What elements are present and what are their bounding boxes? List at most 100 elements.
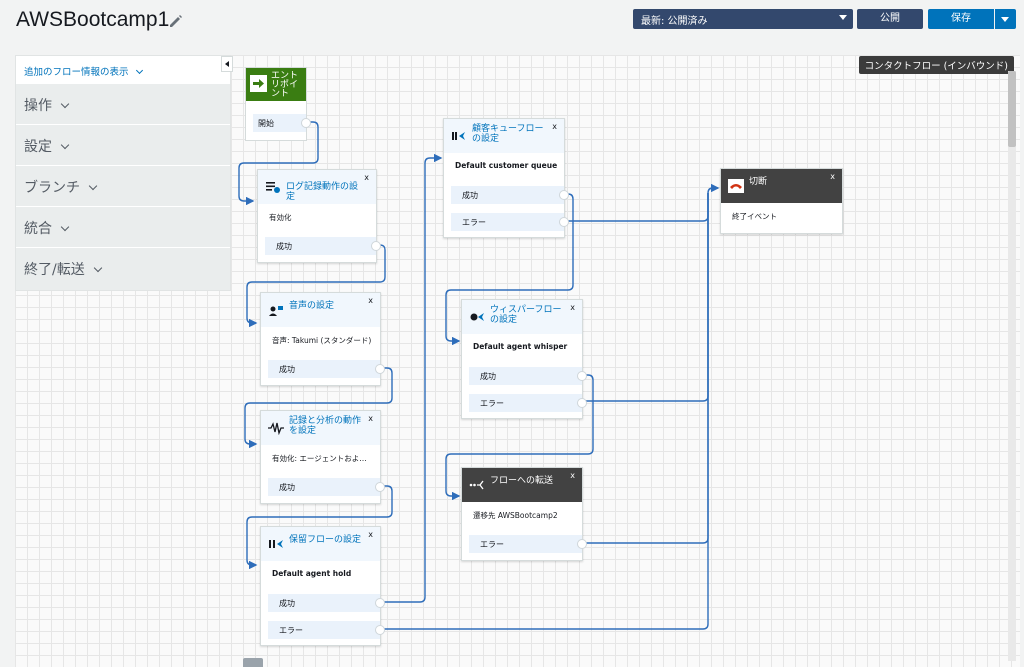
- chevron-down-icon: [93, 263, 102, 273]
- panel-section-integrate[interactable]: 統合: [16, 206, 230, 247]
- flow-canvas[interactable]: 追加のフロー情報の表示 操作 設定 ブランチ 統合 終了/転送 コンタクトフロー…: [15, 55, 1020, 667]
- close-icon[interactable]: x: [570, 471, 575, 480]
- block-description: 音声: Takumi (スタンダード): [272, 336, 372, 345]
- close-icon[interactable]: x: [552, 122, 557, 131]
- wire-hold-queue: [376, 153, 443, 603]
- output-port[interactable]: [577, 539, 587, 549]
- more-flow-info-toggle[interactable]: 追加のフロー情報の表示: [16, 56, 230, 83]
- branch-label: 成功: [279, 365, 295, 374]
- block-description: 終了イベント: [732, 212, 777, 221]
- collapse-panel-button[interactable]: [221, 56, 233, 72]
- output-port[interactable]: [375, 364, 385, 374]
- output-port[interactable]: [577, 371, 587, 381]
- caret-down-icon: [839, 15, 847, 20]
- output-port[interactable]: [375, 482, 385, 492]
- waveform-icon: [268, 422, 284, 435]
- chevron-down-icon: [60, 140, 70, 150]
- branch-error: エラー: [451, 213, 569, 231]
- block-set-hold-flow[interactable]: 保留フローの設定 x Default agent hold 成功 エラー: [260, 526, 385, 646]
- zoom-control[interactable]: [243, 658, 263, 667]
- panel-section-branch[interactable]: ブランチ: [16, 165, 230, 206]
- branch-label: 成功: [462, 191, 478, 200]
- block-description: 有効化: エージェントおよ…: [272, 454, 367, 463]
- save-button[interactable]: 保存: [928, 9, 994, 29]
- output-port[interactable]: [559, 217, 569, 227]
- wire-whisper-error-disconnect: [575, 193, 709, 402]
- block-header: ログ記録動作の設定 x: [258, 170, 376, 204]
- block-set-customer-queue-flow[interactable]: 顧客キューフローの設定 x Default customer queue 成功 …: [443, 118, 569, 238]
- panel-section-settings[interactable]: 設定: [16, 124, 230, 165]
- close-icon[interactable]: x: [364, 173, 369, 182]
- branch-success: 成功: [451, 186, 569, 204]
- output-port[interactable]: [559, 190, 569, 200]
- output-port[interactable]: [375, 598, 385, 608]
- panel-section-label: 統合: [24, 221, 52, 237]
- branch-label: エラー: [480, 399, 504, 408]
- block-title: 保留フローの設定: [289, 535, 362, 545]
- block-description: 遷移先 AWSBootcamp2: [473, 511, 558, 520]
- output-port[interactable]: [375, 625, 385, 635]
- side-panel: 追加のフロー情報の表示 操作 設定 ブランチ 統合 終了/転送: [15, 55, 231, 291]
- close-icon[interactable]: x: [368, 530, 373, 539]
- wire-logging-voice: [246, 244, 386, 328]
- block-transfer-to-flow[interactable]: フローへの転送 x 遷移先 AWSBootcamp2 エラー: [461, 467, 587, 561]
- branch-success: 成功: [268, 478, 385, 496]
- wire-entry-logging: [238, 121, 319, 206]
- branch-label: 成功: [279, 599, 295, 608]
- branch-label: 成功: [276, 242, 292, 251]
- output-port[interactable]: [301, 118, 311, 128]
- block-set-recording[interactable]: 記録と分析の動作を設定 x 有効化: エージェントおよ… 成功: [260, 410, 385, 504]
- block-title: 記録と分析の動作を設定: [289, 416, 362, 436]
- hold-icon: [269, 540, 283, 548]
- chevron-down-icon: [88, 181, 98, 191]
- caret-down-icon: [1001, 17, 1009, 22]
- block-header: 保留フローの設定 x: [261, 527, 380, 561]
- connection-lines: [238, 121, 720, 630]
- branch-label: 成功: [480, 372, 496, 381]
- publish-button[interactable]: 公開: [857, 9, 923, 29]
- whisper-icon: [470, 313, 484, 321]
- branch-label: 成功: [279, 483, 295, 492]
- close-icon[interactable]: x: [368, 414, 373, 423]
- save-dropdown-button[interactable]: [995, 9, 1016, 29]
- branch-label: エラー: [462, 218, 486, 227]
- block-disconnect[interactable]: 切断 x 終了イベント: [720, 168, 843, 234]
- panel-section-actions[interactable]: 操作: [16, 83, 230, 124]
- block-header: フローへの転送 x: [462, 468, 582, 502]
- panel-section-terminate[interactable]: 終了/転送: [16, 247, 230, 288]
- block-set-voice[interactable]: 音声の設定 x 音声: Takumi (スタンダード) 成功: [260, 292, 385, 386]
- output-port[interactable]: [371, 241, 381, 251]
- version-select-value: 最新: 公開済み: [641, 16, 708, 27]
- block-set-logging[interactable]: ログ記録動作の設定 x 有効化 成功: [257, 169, 381, 263]
- scrollbar-thumb[interactable]: [1008, 71, 1016, 147]
- block-set-whisper-flow[interactable]: ウィスパーフローの設定 x Default agent whisper 成功 エ…: [461, 299, 587, 419]
- block-entry-point[interactable]: エントリポイント 開始: [245, 67, 311, 141]
- chevron-down-icon: [135, 66, 143, 75]
- more-flow-info-label: 追加のフロー情報の表示: [24, 67, 129, 78]
- pencil-icon[interactable]: [168, 13, 184, 29]
- output-port[interactable]: [577, 398, 587, 408]
- close-icon[interactable]: x: [368, 296, 373, 305]
- wire-queue-whisper: [445, 193, 574, 346]
- voice-icon: [269, 306, 283, 316]
- branch-error: エラー: [469, 535, 587, 553]
- vertical-scrollbar[interactable]: [1008, 71, 1016, 661]
- wire-transfer-error-disconnect: [575, 193, 709, 544]
- block-title: 音声の設定: [289, 301, 335, 311]
- block-title: 顧客キューフローの設定: [472, 124, 544, 144]
- block-title: ウィスパーフローの設定: [490, 305, 562, 325]
- wire-voice-recording: [244, 367, 393, 449]
- close-icon[interactable]: x: [570, 303, 575, 312]
- wire-whisper-transfer: [445, 374, 594, 501]
- chevron-down-icon: [60, 222, 70, 232]
- logging-icon: [266, 182, 280, 193]
- panel-section-label: 終了/転送: [24, 262, 85, 278]
- wire-hold-error-disconnect: [376, 193, 709, 630]
- panel-section-label: 操作: [24, 98, 52, 114]
- branch-error: エラー: [469, 394, 587, 412]
- close-icon[interactable]: x: [830, 172, 835, 181]
- block-title: エントリポイント: [271, 71, 299, 99]
- version-select[interactable]: 最新: 公開済み: [633, 9, 853, 29]
- branch-label: 開始: [258, 119, 274, 128]
- block-header: 切断 x: [721, 169, 842, 203]
